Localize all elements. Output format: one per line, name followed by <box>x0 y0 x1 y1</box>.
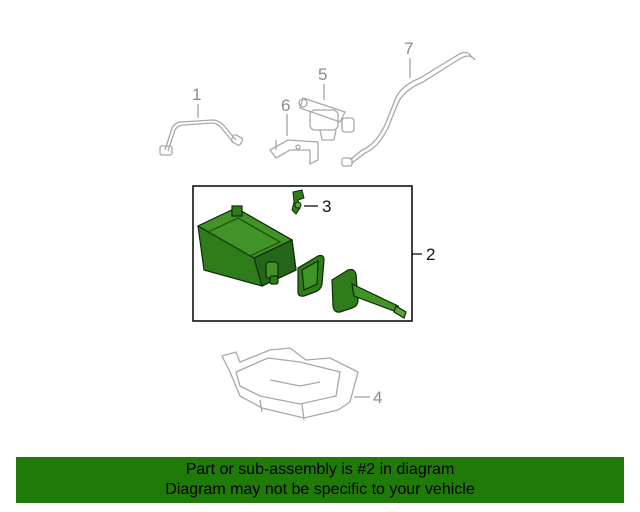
callout-3: 3 <box>322 197 331 216</box>
callout-7: 7 <box>404 39 413 58</box>
part-3-clip <box>291 189 305 215</box>
part-1-hose <box>159 119 244 156</box>
callout-1: 1 <box>192 85 201 104</box>
banner-line-1: Part or sub-assembly is #2 in diagram <box>185 461 455 478</box>
callout-4: 4 <box>373 388 382 407</box>
callout-5: 5 <box>318 65 327 84</box>
info-banner: Part or sub-assembly is #2 in diagram Di… <box>16 457 624 503</box>
part-2-cover-plate <box>297 254 325 297</box>
parts-diagram: 1 6 5 7 2 3 <box>159 39 476 421</box>
callout-2: 2 <box>426 245 435 264</box>
part-4-tray <box>221 347 359 421</box>
part-2-rod-assembly <box>331 268 407 319</box>
part-5-valve <box>298 97 355 141</box>
part-7-hose <box>341 51 476 167</box>
part-2-canister <box>196 205 297 287</box>
callout-6: 6 <box>281 96 290 115</box>
part-6-bracket <box>269 139 319 166</box>
banner-line-2: Diagram may not be specific to your vehi… <box>165 481 475 498</box>
